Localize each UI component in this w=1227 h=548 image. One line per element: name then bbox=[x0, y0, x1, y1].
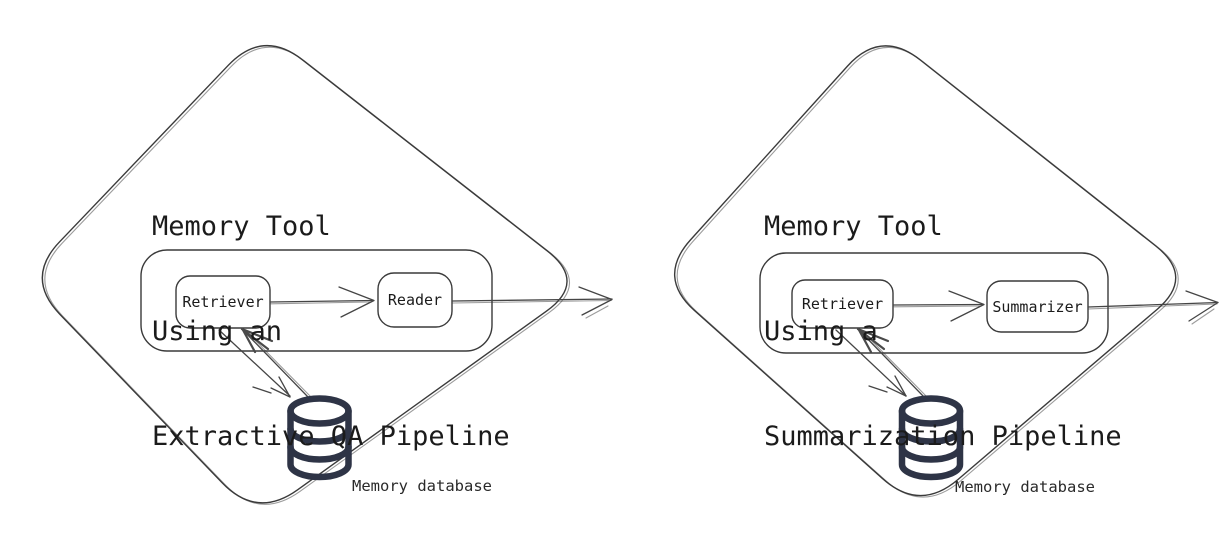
summarizer-node-label: Summarizer bbox=[992, 297, 1083, 316]
reader-node-label: Reader bbox=[387, 291, 443, 309]
arrow-retriever-to-reader bbox=[269, 286, 375, 318]
title-line: Using an bbox=[152, 316, 283, 347]
arrow-retriever-to-summarizer bbox=[892, 290, 985, 322]
retriever-node bbox=[791, 279, 894, 329]
title-line: Extractive QA Pipeline bbox=[152, 421, 510, 452]
left-diagram-title: Memory Tool Using an Extractive QA Pipel… bbox=[152, 139, 510, 524]
arrow-database-to-retriever bbox=[240, 327, 313, 399]
diamond-outline-ghost bbox=[44, 46, 571, 505]
pipeline-container bbox=[759, 252, 1109, 354]
left-diagram-shapes bbox=[41, 45, 613, 505]
diamond-outline-ghost bbox=[676, 46, 1179, 498]
arrow-retriever-to-database bbox=[835, 329, 907, 397]
arrow-retriever-to-database bbox=[218, 329, 291, 398]
right-diagram-shapes bbox=[674, 45, 1219, 498]
title-line: Summarization Pipeline bbox=[764, 421, 1122, 452]
database-label: Memory database bbox=[352, 477, 492, 495]
retriever-node-label: Retriever bbox=[801, 295, 884, 313]
title-line: Memory Tool bbox=[152, 211, 331, 242]
arrow-pipeline-output bbox=[1087, 290, 1219, 325]
right-diagram-title: Memory Tool Using a Summarization Pipeli… bbox=[764, 139, 1122, 524]
reader-node bbox=[377, 272, 453, 328]
arrow-pipeline-output bbox=[452, 286, 613, 319]
database-label: Memory database bbox=[955, 478, 1095, 496]
retriever-node-label: Retriever bbox=[182, 293, 264, 311]
diamond-outline bbox=[41, 45, 568, 504]
title-line: Memory Tool bbox=[764, 211, 943, 242]
arrow-database-to-retriever bbox=[856, 327, 929, 399]
title-line: Using a bbox=[764, 316, 878, 347]
